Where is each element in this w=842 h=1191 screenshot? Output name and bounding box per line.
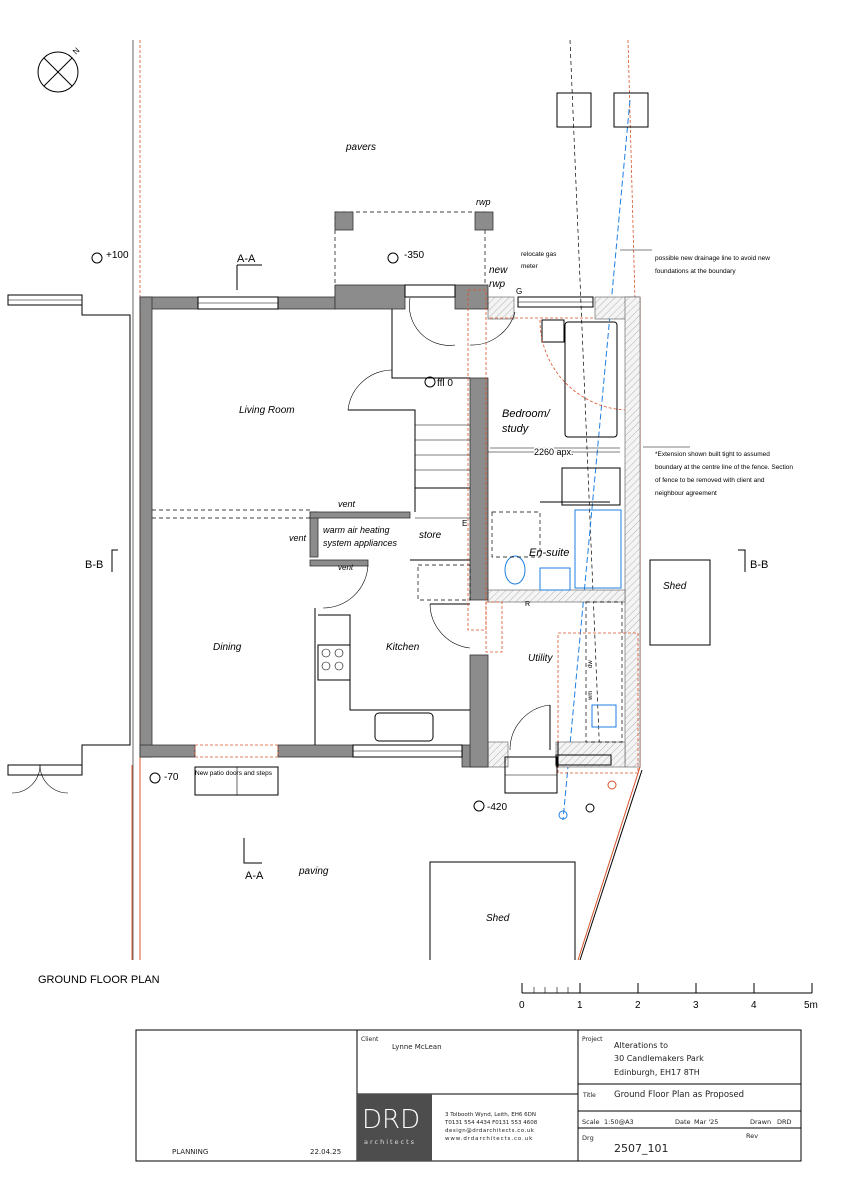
note-extension-2: boundary at the centre line of the fence… [655,464,793,471]
label-new-rwp-1: new [489,265,508,276]
label-vent-2: vent [289,533,307,543]
section-aa-bottom: A-A [245,870,264,882]
label-patio: New patio doors and steps [195,770,273,777]
level-l1: +100 [106,250,129,261]
scale-tick-1: 1 [577,1000,583,1011]
website: www.drdarchitects.co.uk [445,1136,533,1142]
project-line-1: Alterations to [614,1041,668,1050]
extension-walls [487,296,641,768]
house-walls [139,284,489,768]
project-label: Project [582,1036,603,1043]
level-l3: ffl 0 [437,378,453,389]
section-bb-right: B-B [750,559,768,571]
note-extension-4: neighbour agreement [655,490,717,497]
scale-tick-4: 4 [751,1000,757,1011]
scale-tick-2: 2 [635,1000,641,1011]
title-label: Title [582,1092,596,1099]
label-new-rwp-2: rwp [489,279,506,290]
neighbour-house-left [7,294,131,794]
room-living: Living Room [239,405,295,416]
address: 3 Tolbooth Wynd, Leith, EH6 6DN [445,1112,536,1118]
email: design@drdarchitects.co.uk [445,1128,535,1134]
room-utility: Utility [528,653,553,664]
level-l2: -350 [404,250,424,261]
shed-bottom [429,861,576,960]
label-dw: dw [588,660,594,668]
drg-number: 2507_101 [614,1142,669,1155]
date-label: Date [675,1118,691,1126]
room-dining: Dining [213,642,242,653]
scale-bar: 0 1 2 3 4 5m [519,983,818,1011]
scale-tick-3: 3 [693,1000,699,1011]
label-paving: paving [298,866,329,877]
section-bb-left: B-B [85,559,103,571]
logo-main: DRD [362,1105,420,1135]
label-shed-bottom: Shed [486,913,510,924]
room-bedroom-1: Bedroom/ [502,408,551,420]
label-warm-air-2: system appliances [323,538,398,548]
drawn-value: DRD [777,1118,792,1126]
drawing-title: GROUND FLOOR PLAN [38,974,160,986]
north-arrow-icon: N [37,46,82,93]
status-date: 22.04.25 [310,1148,341,1156]
scale-label: Scale [582,1118,600,1126]
label-warm-air-1: warm air heating [323,525,390,535]
drg-label: Drg [582,1134,594,1142]
section-markers [111,264,746,864]
client-name: Lynne McLean [392,1043,442,1051]
section-aa-top: A-A [237,253,256,265]
label-vent-1: vent [338,499,356,509]
note-drainage-2: foundations at the boundary [655,268,736,275]
phone: T0131 554 4434 F0131 553 4608 [444,1120,538,1126]
logo-sub: architects [364,1138,416,1146]
drd-logo [357,1094,432,1161]
label-vent-3: vent [338,563,354,572]
scale-tick-0: 0 [519,1000,525,1011]
label-wm: wm [588,691,594,701]
drawn-label: Drawn [750,1118,771,1126]
drawing-title-value: Ground Floor Plan as Proposed [614,1090,744,1100]
level-markers [91,252,485,812]
title-block: PLANNING 22.04.25 Client Lynne McLean Pr… [135,1029,802,1162]
project-line-3: Edinburgh, EH17 8TH [614,1068,700,1077]
level-l4: -70 [164,772,179,783]
note-drainage-1: possible new drainage line to avoid new [655,255,770,262]
room-ensuite: En-suite [529,547,569,559]
label-gas-2: meter [521,263,538,270]
manhole-1 [556,92,592,128]
gas-meter-symbol: G [516,287,522,296]
manhole-2 [613,92,649,128]
shed-right [649,559,711,646]
level-l5: -420 [487,802,507,813]
scale-tick-5: 5m [804,1000,818,1011]
note-extension-3: of fence to be removed with client and [655,477,765,484]
label-rwp-top: rwp [476,197,491,207]
room-store: store [419,530,442,541]
dimension-label: 2260 apx. [534,447,574,457]
label-pavers: pavers [345,142,376,153]
internal-partitions [152,284,639,796]
note-extension-1: *Extension shown built tight to assumed [655,451,770,458]
room-bedroom-2: study [502,423,530,435]
client-label: Client [361,1036,379,1043]
radiator-symbol: R [525,601,530,608]
label-shed-right: Shed [663,581,687,592]
boundary-lines [131,39,643,961]
project-line-2: 30 Candlemakers Park [614,1054,704,1063]
date-value: Mar '25 [694,1118,718,1126]
scale-value: 1:50@A3 [604,1118,634,1126]
rev-label: Rev [746,1132,758,1140]
room-kitchen: Kitchen [386,642,420,653]
electric-meter-symbol: E [462,519,467,528]
north-label: N [71,46,82,57]
label-gas-1: relocate gas [521,251,557,258]
status-label: PLANNING [172,1148,208,1156]
